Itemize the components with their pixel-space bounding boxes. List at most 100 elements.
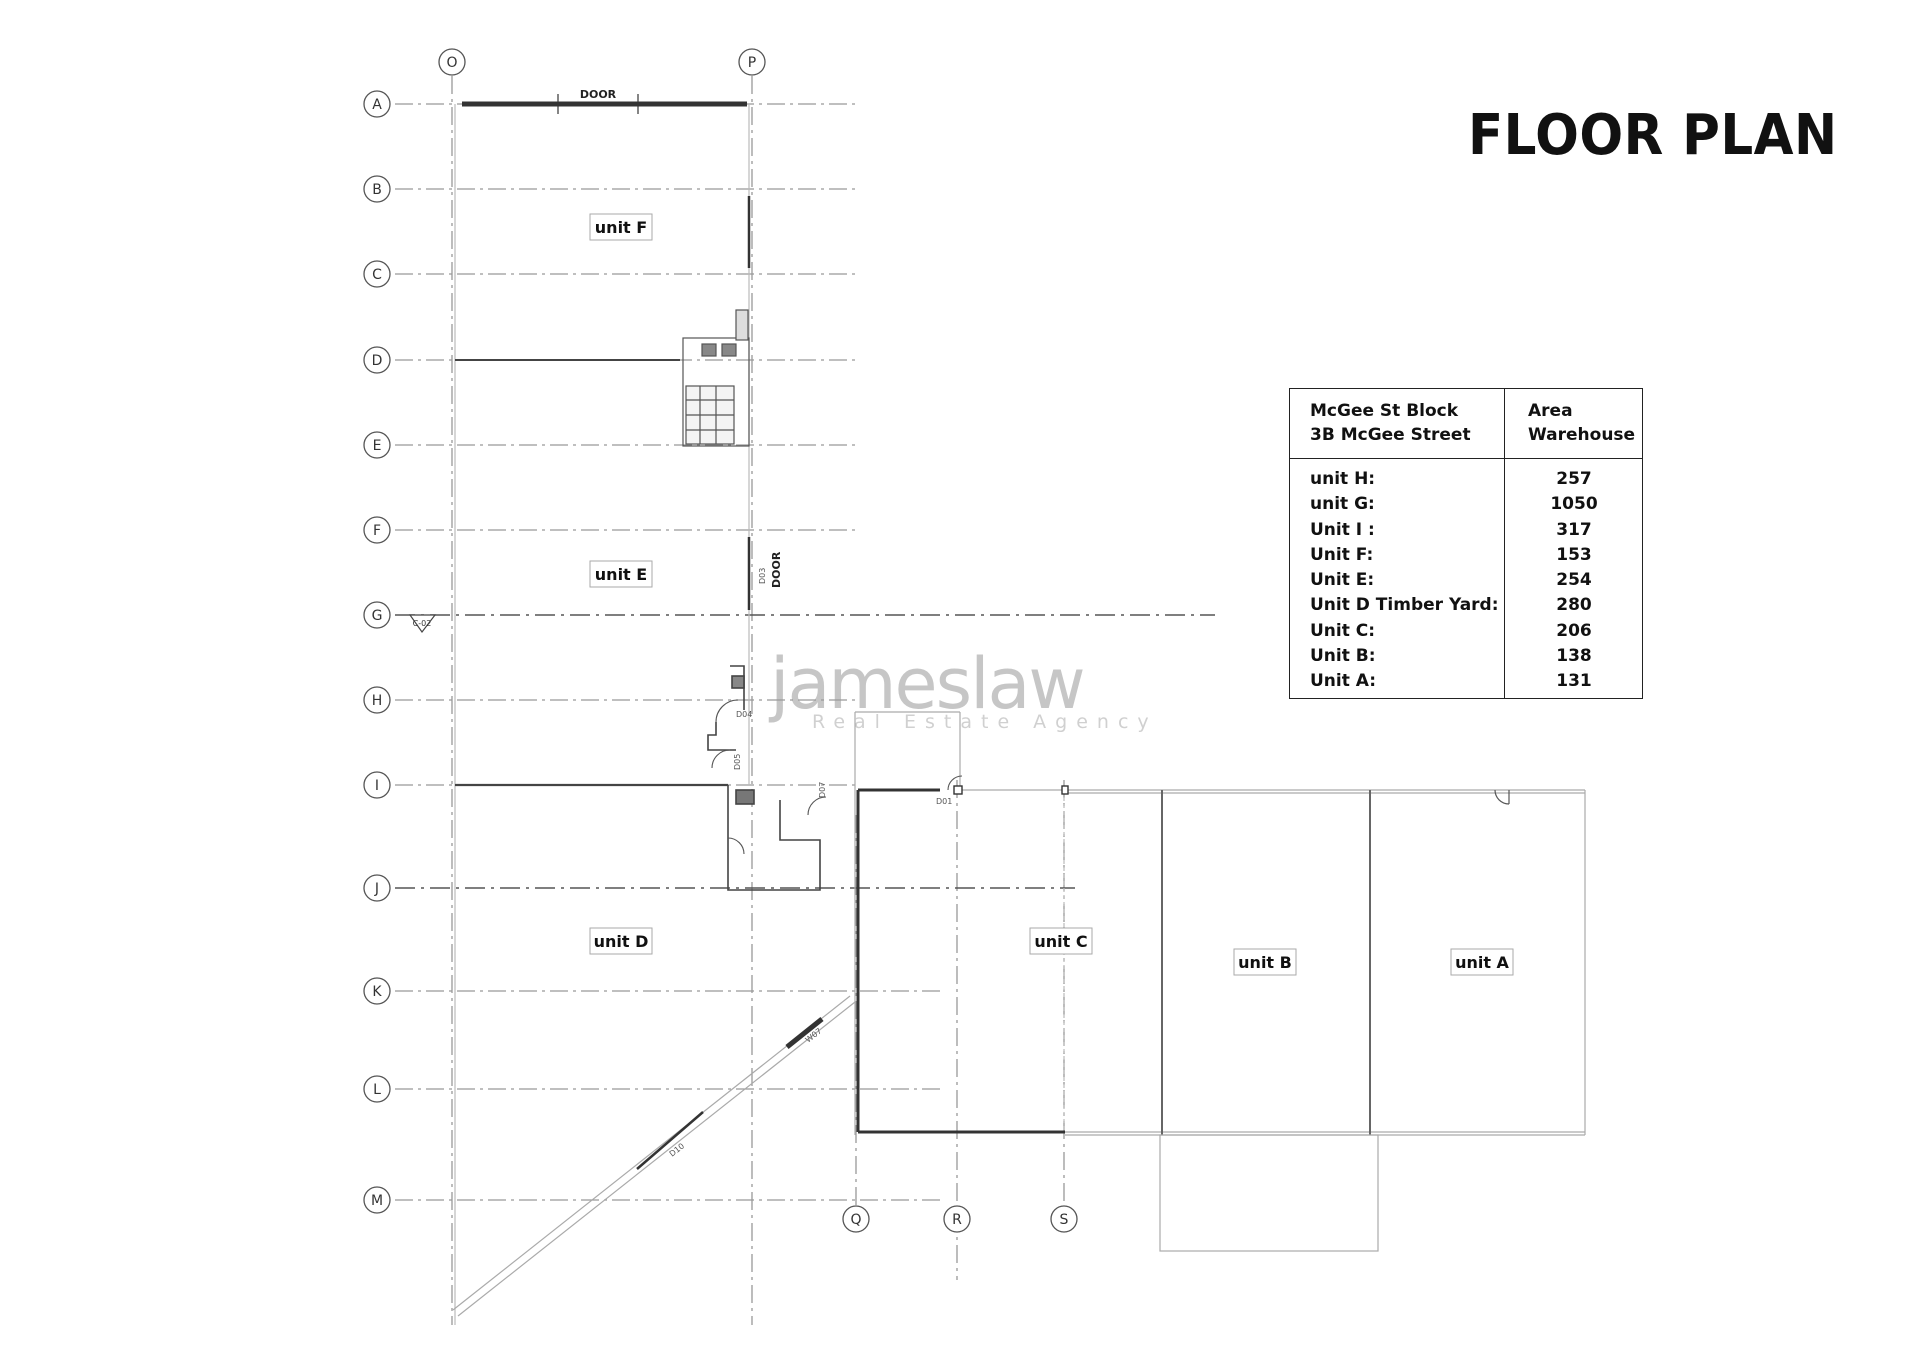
unit-label-a: unit A [1450,948,1514,976]
header-block-name: McGee St Block [1310,401,1459,421]
table-column-divider [1504,389,1505,698]
grid-marker-l: L [363,1075,391,1103]
grid-marker-g: G [363,601,391,629]
table-row: Unit B: 138 [1290,644,1642,669]
svg-text:F: F [373,523,381,539]
grid-marker-a: A [363,90,391,118]
grid-marker-o: O [438,48,466,76]
unit-area: 206 [1556,620,1592,641]
svg-text:P: P [748,55,756,71]
unit-labels: unit F unit E unit D unit C unit B unit … [589,213,1514,976]
grid-row-markers: A B C D E F G H I J K L M [363,90,391,1214]
grid-marker-q: Q [842,1205,870,1233]
door-code-d05: D05 [733,754,742,770]
unit-name: unit G: [1310,494,1375,515]
unit-name: Unit C: [1310,620,1376,641]
table-row: Unit E: 254 [1290,568,1642,593]
svg-text:unit D: unit D [594,932,649,951]
svg-text:unit B: unit B [1238,953,1292,972]
table-rows: unit H: 257 unit G: 1050 Unit I : 317 Unit … [1290,467,1642,695]
toilet-block-upper [682,309,750,447]
unit-name: Unit E: [1310,570,1375,591]
watermark-brand: jameslaw [768,643,1084,725]
svg-text:L: L [373,1082,381,1098]
right-buildings [854,711,1586,1252]
unit-label-c: unit C [1029,927,1093,955]
unit-area: 317 [1556,519,1592,540]
svg-text:C: C [372,267,382,283]
svg-text:M: M [371,1193,383,1209]
grid-column-markers: O P Q R S [438,48,1078,1233]
unit-name: Unit F: [1310,544,1374,565]
grid-marker-j: J [363,874,391,902]
door-code-d03: D03 [758,568,767,584]
toilet-block-lower [707,665,827,891]
watermark-logo: jameslaw Real Estate Agency [768,643,1149,733]
unit-label-f: unit F [589,213,653,241]
svg-text:K: K [372,984,382,1000]
door-label-top: DOOR [580,88,617,101]
unit-area: 257 [1556,469,1592,489]
unit-name: Unit D Timber Yard: [1310,595,1499,616]
table-row: Unit D Timber Yard: 280 [1290,593,1642,618]
grid-marker-m: M [363,1186,391,1214]
grid-marker-r: R [943,1205,971,1233]
grid-marker-f: F [363,516,391,544]
svg-text:A: A [372,97,382,113]
unit-area: 280 [1556,595,1592,616]
door-code-d07: D07 [818,782,827,798]
door-labels: DOOR DOOR D03 D04 D05 D07 D01 W07 D10 [580,88,953,1159]
door-code-d01: D01 [936,797,952,806]
header-warehouse: Warehouse [1528,425,1636,445]
svg-text:unit C: unit C [1034,932,1087,951]
svg-text:H: H [372,693,383,709]
svg-text:S: S [1060,1212,1069,1228]
table-header-right: Area Warehouse [1528,399,1635,447]
unit-area: 153 [1556,544,1592,565]
grid-marker-h: H [363,686,391,714]
unit-area: 131 [1556,671,1592,692]
table-row: Unit C: 206 [1290,619,1642,644]
svg-text:B: B [372,182,382,198]
grid-marker-e: E [363,431,391,459]
table-row: Unit I : 317 [1290,518,1642,543]
grid-marker-i: I [363,771,391,799]
unit-area: 138 [1556,646,1592,667]
unit-label-b: unit B [1233,948,1297,976]
table-header-left: McGee St Block 3B McGee Street [1310,399,1471,447]
svg-text:Q: Q [850,1212,861,1228]
table-row: Unit A: 131 [1290,669,1642,694]
unit-area: 1050 [1550,494,1598,515]
svg-text:E: E [373,438,382,454]
area-table: McGee St Block 3B McGee Street Area Ware… [1289,388,1643,699]
door-code-d04: D04 [736,710,752,719]
unit-name: Unit B: [1310,646,1376,667]
door-code-d10: D10 [668,1141,686,1158]
grid-marker-b: B [363,175,391,203]
page-title: FLOOR PLAN [1468,103,1838,168]
svg-text:I: I [375,778,379,794]
svg-text:C-02: C-02 [413,619,432,628]
grid-row-lines-strong [395,614,1215,889]
unit-area: 254 [1556,570,1592,591]
grid-marker-c: C [363,260,391,288]
svg-text:unit A: unit A [1455,953,1509,972]
grid-marker-k: K [363,977,391,1005]
svg-text:unit F: unit F [595,218,647,237]
grid-marker-s: S [1050,1205,1078,1233]
unit-name: unit H: [1310,469,1376,489]
header-street: 3B McGee Street [1310,425,1471,445]
unit-name: Unit A: [1310,671,1377,692]
header-area: Area [1528,401,1573,421]
unit-name: Unit I : [1310,519,1375,540]
section-marker-g: C-02 [408,614,437,634]
table-row: Unit F: 153 [1290,543,1642,568]
svg-text:O: O [446,55,457,71]
table-row: unit G: 1050 [1290,492,1642,517]
svg-text:G: G [372,608,383,624]
table-header-divider [1290,458,1642,459]
unit-label-d: unit D [589,927,653,955]
unit-label-e: unit E [589,560,653,588]
grid-row-lines [395,103,945,1201]
svg-text:D: D [372,353,383,369]
